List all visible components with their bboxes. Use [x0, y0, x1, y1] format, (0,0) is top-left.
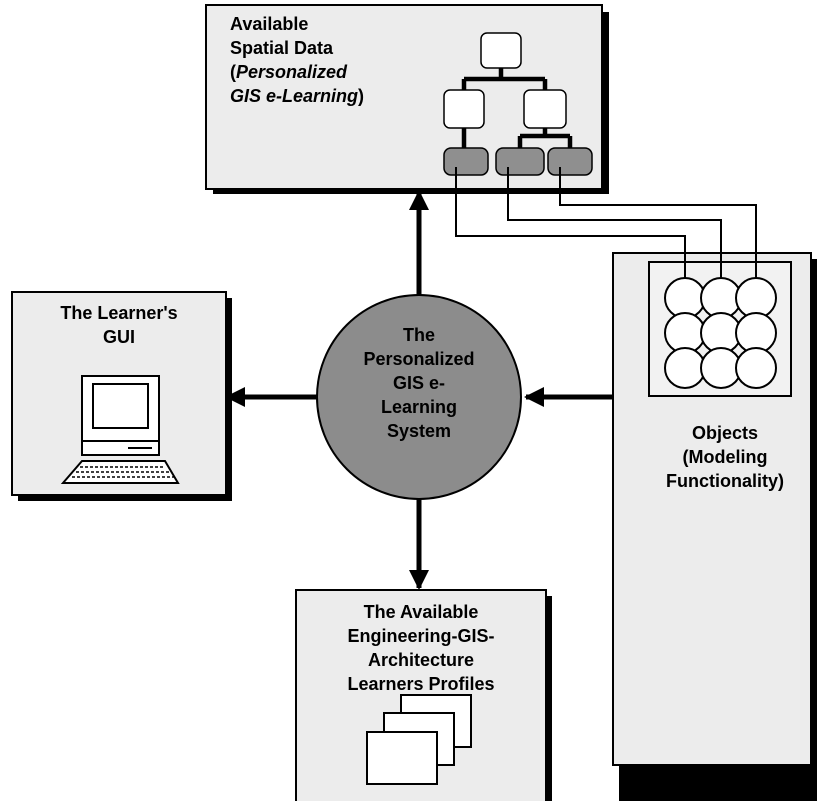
- center-label-line4: Learning: [381, 397, 457, 417]
- spatial-data-title-paren-open: (: [230, 62, 236, 82]
- objects-box: Objects (Modeling Functionality): [612, 252, 817, 801]
- spatial-data-title-italic-1: Personalized: [236, 62, 348, 82]
- leaf-object-connectors: [455, 167, 757, 278]
- center-label-line5: System: [387, 421, 451, 441]
- center-label-line1: The: [403, 325, 435, 345]
- connector-leaf2-object: [507, 167, 722, 278]
- center-label-line3: GIS e-: [393, 373, 445, 393]
- tree-mid-node-left: [443, 89, 485, 129]
- spatial-data-title-italic-2: GIS e-Learning: [230, 86, 358, 106]
- profiles-label-line4: Learners Profiles: [347, 674, 494, 694]
- connector-leaf3-object: [559, 167, 757, 278]
- tree-leaf-2: [495, 147, 545, 176]
- gui-label-line2: GUI: [103, 327, 135, 347]
- center-label-line2: Personalized: [363, 349, 474, 369]
- tree-root-node: [480, 32, 522, 69]
- profiles-label-line2: Engineering-GIS-: [347, 626, 494, 646]
- profiles-label-line3: Architecture: [368, 650, 474, 670]
- spatial-data-title-paren-close: ): [358, 86, 364, 106]
- central-system-node: The Personalized GIS e- Learning System: [316, 294, 522, 500]
- tree-leaf-3: [547, 147, 593, 176]
- object-grid-icon: [664, 277, 777, 389]
- spatial-data-title-line2: Spatial Data: [230, 38, 334, 58]
- learner-gui-box: The Learner's GUI: [11, 291, 232, 501]
- tree-leaf-1: [443, 147, 489, 176]
- connector-leaf1-object: [455, 167, 686, 278]
- tree-mid-node-right: [523, 89, 567, 129]
- stacked-pages-icon: [366, 694, 472, 785]
- spatial-data-box: Available Spatial Data (Personalized GIS…: [205, 4, 609, 194]
- profiles-label-line1: The Available: [364, 602, 479, 622]
- computer-icon: [60, 375, 180, 484]
- spatial-data-title-line1: Available: [230, 14, 308, 34]
- learner-profiles-box: The Available Engineering-GIS- Architect…: [295, 589, 552, 801]
- objects-label-line1: Objects: [692, 423, 758, 443]
- spatial-data-title-line3: (Personalized: [230, 62, 348, 82]
- gui-label-line1: The Learner's: [60, 303, 177, 323]
- tree-hierarchy-icon: [443, 32, 593, 176]
- spatial-data-title-line4: GIS e-Learning): [230, 86, 364, 106]
- objects-label-line2: (Modeling: [683, 447, 768, 467]
- objects-label-line3: Functionality): [666, 471, 784, 491]
